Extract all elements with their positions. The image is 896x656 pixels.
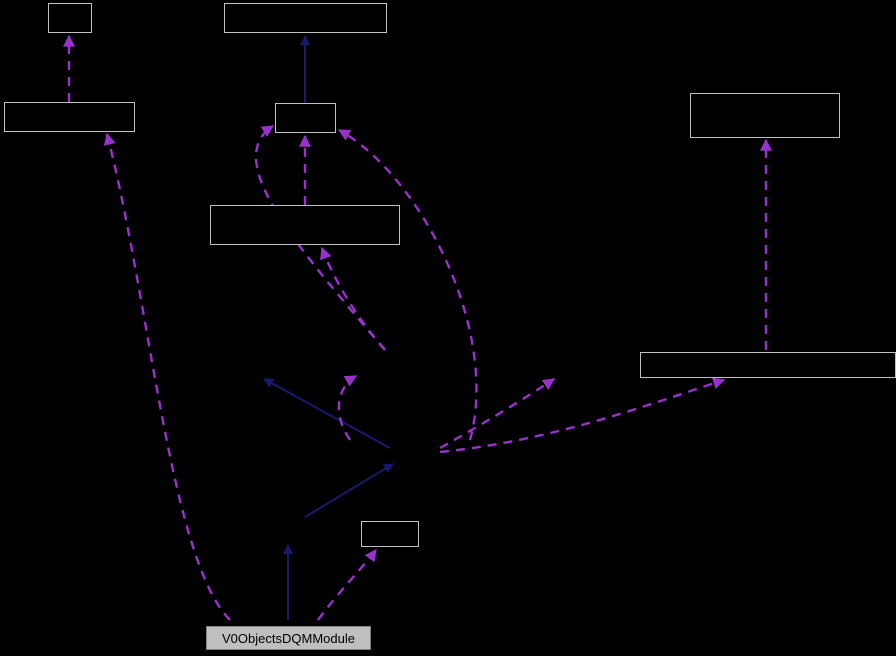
class-box-center-small[interactable]	[275, 103, 336, 133]
class-box-right-bottom[interactable]	[640, 352, 896, 378]
class-box-label: V0ObjectsDQMModule	[222, 630, 355, 646]
class-box-center-wide[interactable]	[210, 205, 400, 245]
class-box-top-mid[interactable]	[224, 3, 387, 33]
edge-hub-to-upperleft	[263, 378, 391, 449]
edge-wide-from-hub	[320, 246, 386, 351]
edge-center-from-right	[337, 128, 478, 441]
edge-subject-diag	[304, 463, 394, 518]
edge-subject-to-small	[317, 549, 377, 621]
edge-center-from-left	[254, 124, 386, 351]
class-box-subject[interactable]: V0ObjectsDQMModule	[206, 626, 371, 650]
edge-hub-right-dash	[439, 378, 555, 450]
class-box-right-top[interactable]	[690, 93, 840, 138]
class-box-small-bottom[interactable]	[361, 521, 419, 547]
class-box-left-mid[interactable]	[4, 102, 135, 132]
class-box-top-left[interactable]	[48, 3, 92, 33]
edge-rightbottom-from-hub	[439, 377, 726, 454]
edge-hub-up-dash	[337, 374, 358, 441]
edge-leftmid-from-hub	[103, 132, 231, 621]
